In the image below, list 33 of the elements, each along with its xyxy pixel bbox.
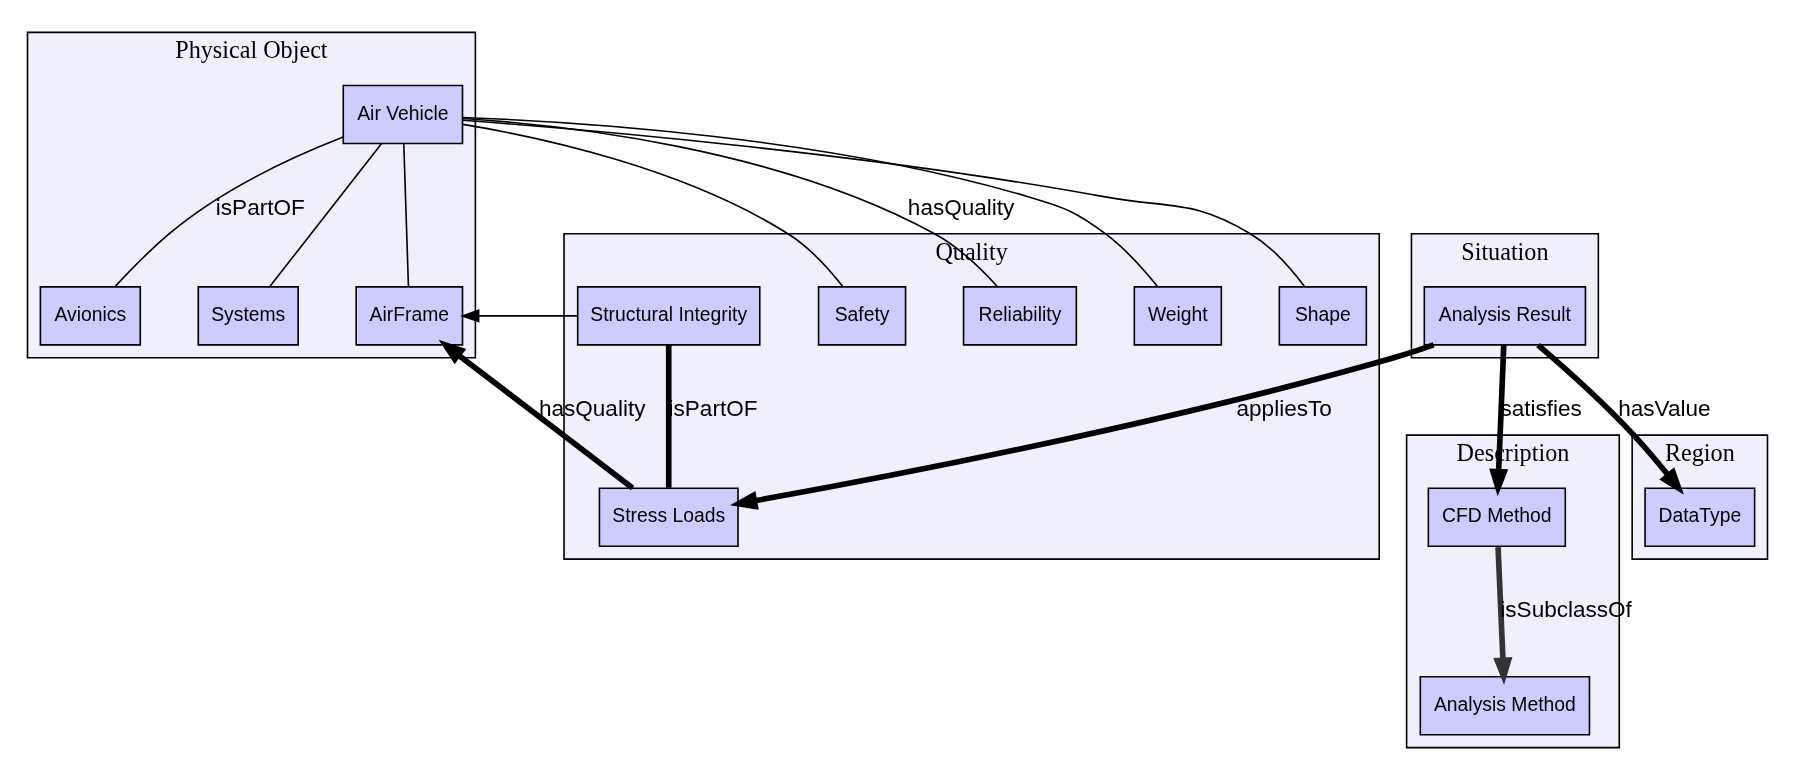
node-box: AirFrame — [355, 285, 464, 346]
node-box: Shape — [1278, 285, 1368, 346]
arrow — [1489, 344, 1509, 496]
node-box: DataType — [1644, 486, 1756, 547]
connector — [462, 117, 999, 287]
node-box: Weight — [1133, 285, 1223, 346]
connector — [462, 123, 844, 288]
node-box: Analysis Result — [1423, 285, 1587, 346]
connector — [462, 119, 1306, 287]
node-box: Reliability — [962, 285, 1078, 346]
edge-label: appliesTo — [1236, 395, 1332, 421]
connector — [665, 344, 672, 488]
edge-label: hasValue — [1618, 395, 1711, 421]
node-box: CFD Method — [1427, 486, 1567, 547]
connector — [269, 142, 383, 287]
arrow — [460, 308, 578, 323]
edge-label: isPartOF — [668, 395, 758, 421]
connector — [403, 142, 410, 287]
node-box: Analysis Method — [1419, 675, 1591, 736]
node-box: Safety — [817, 285, 907, 346]
connector — [462, 116, 1159, 287]
arrow — [1493, 546, 1513, 685]
node-box: Avionics — [39, 285, 142, 346]
edge-label: isPartOF — [215, 194, 305, 220]
arrow — [438, 339, 635, 490]
connector — [114, 135, 344, 287]
edge-label: hasQuality — [907, 194, 1015, 220]
arrow — [1536, 342, 1684, 495]
node-box: Stress Loads — [598, 486, 739, 547]
arrow — [730, 341, 1435, 510]
node-box: Structural Integrity — [576, 285, 761, 346]
node-box: Systems — [197, 285, 299, 346]
node-box: Air Vehicle — [342, 84, 464, 144]
